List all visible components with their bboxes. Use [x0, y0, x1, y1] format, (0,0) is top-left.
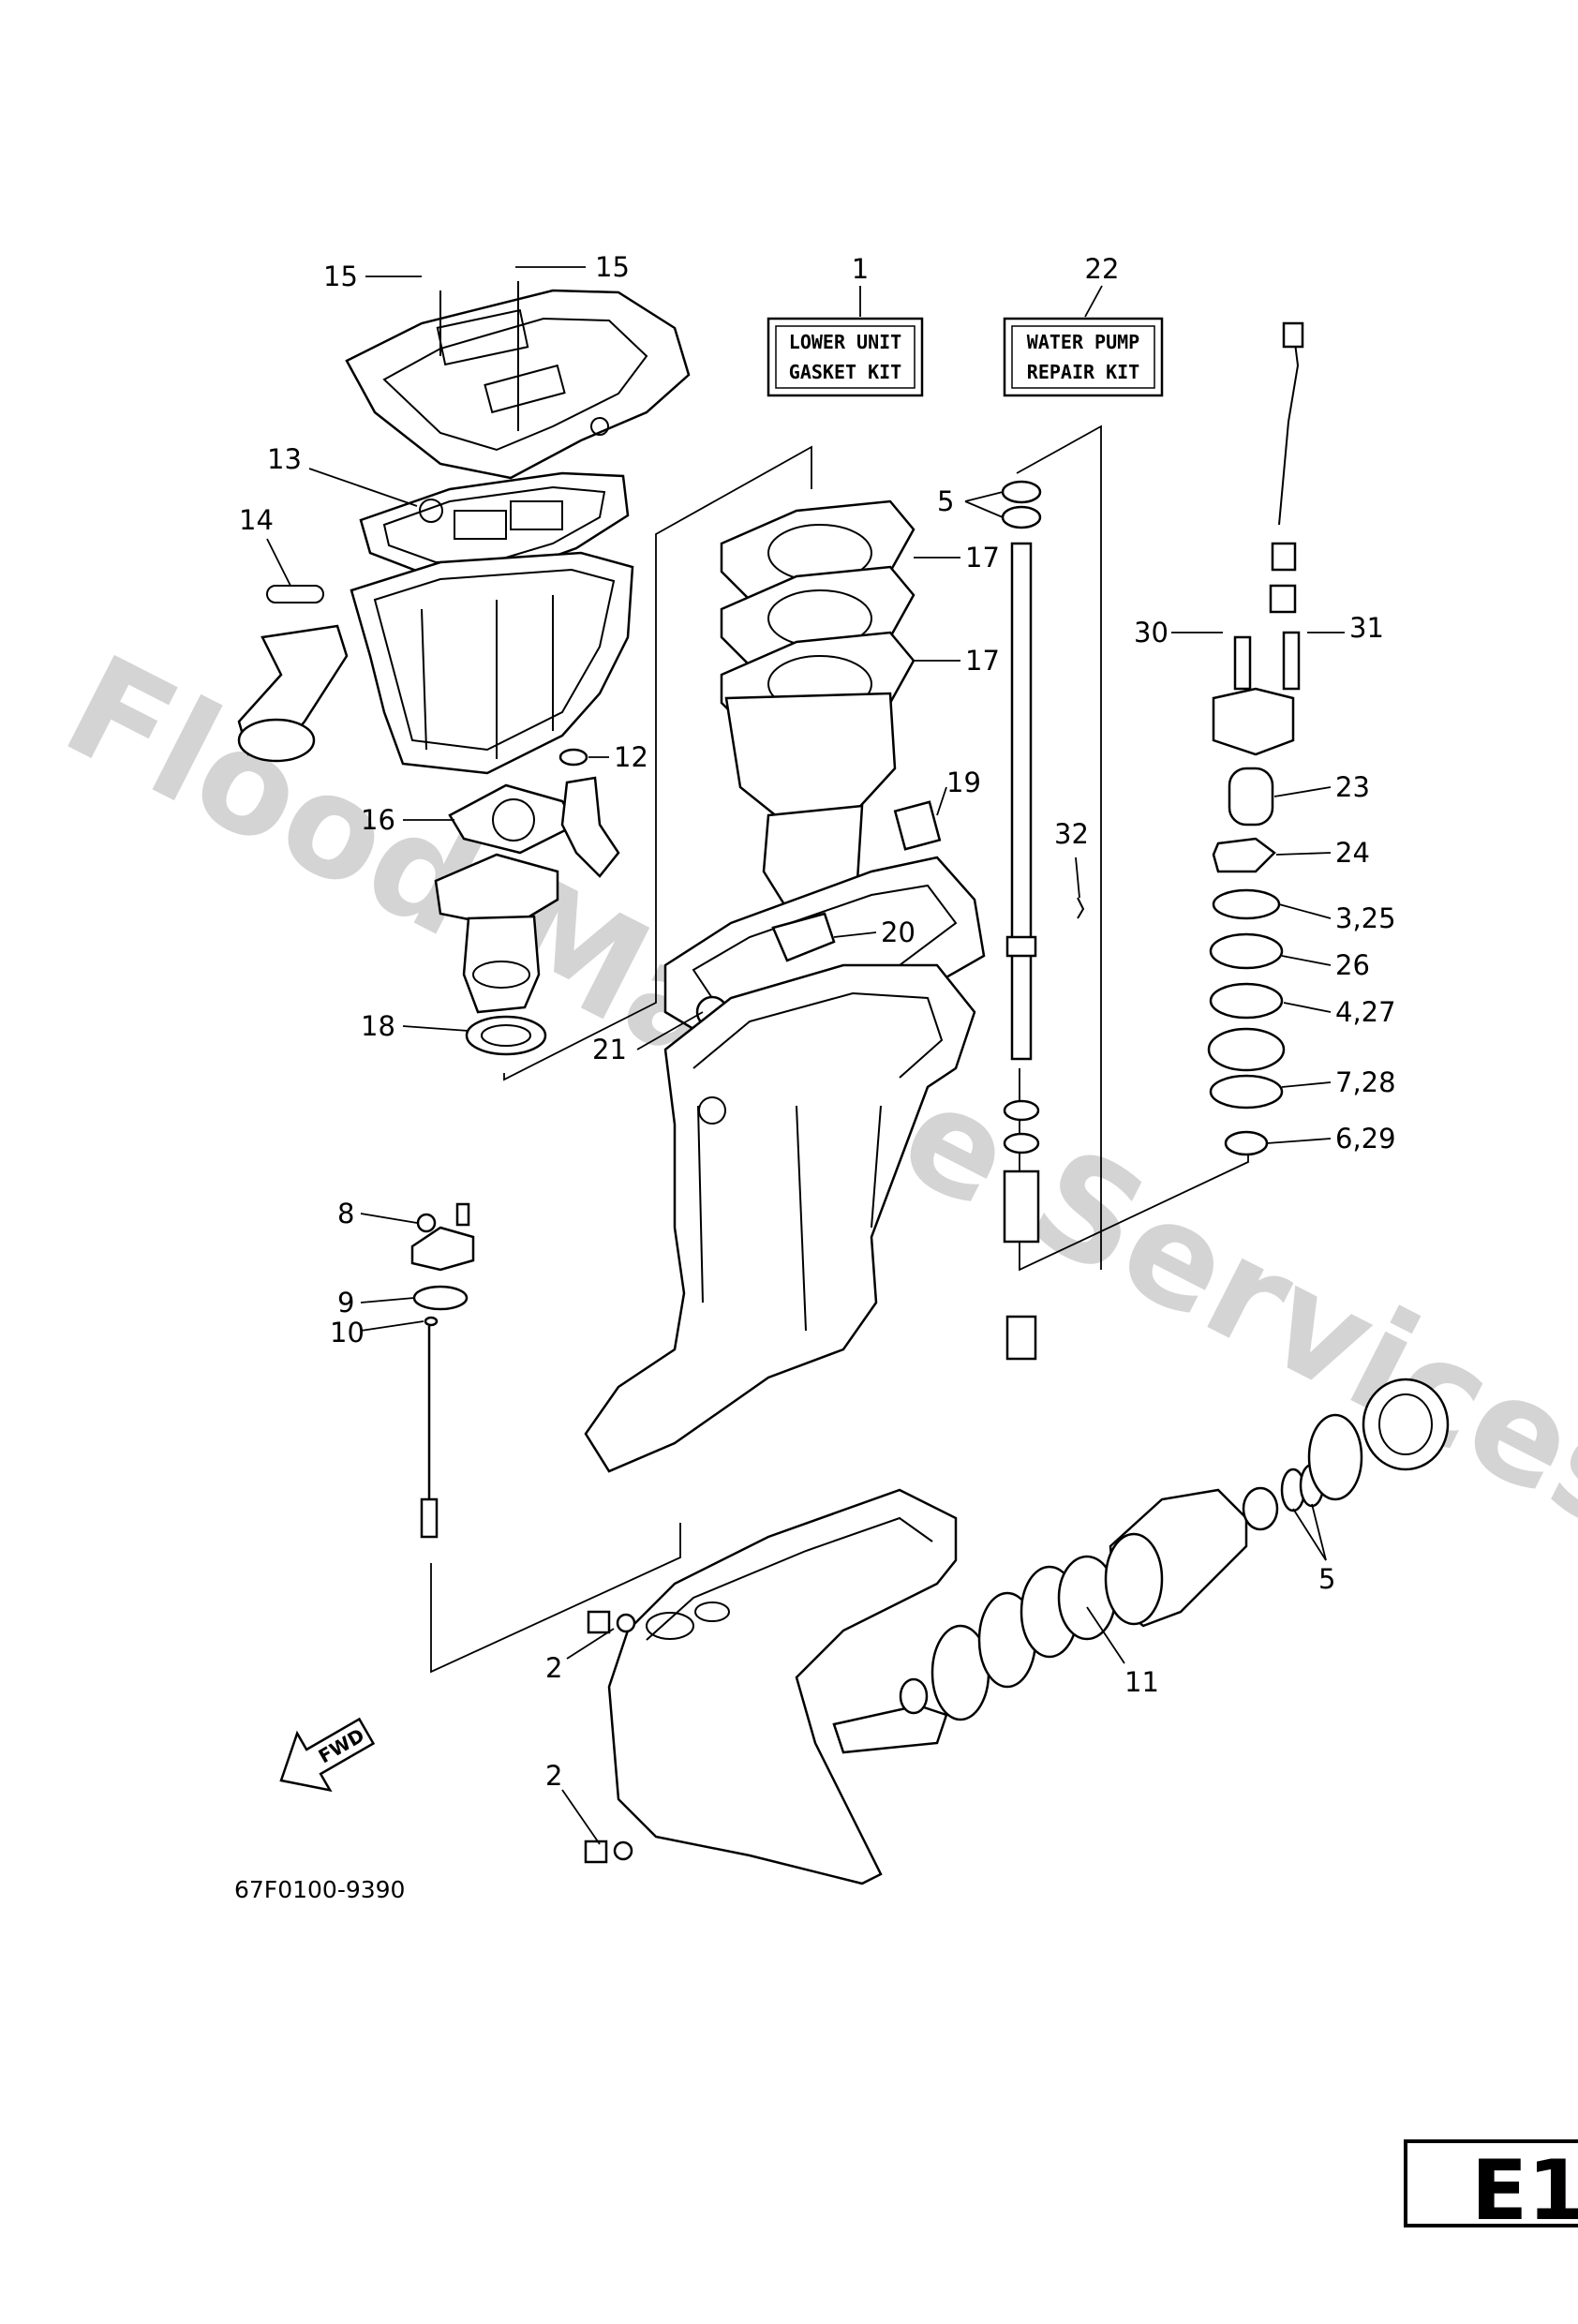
callout-8: 8 — [337, 1198, 354, 1229]
diagram-part-number: 67F0100-9390 — [234, 1876, 405, 1903]
callout-2-lower: 2 — [545, 1760, 562, 1792]
callout-leaders — [266, 266, 1345, 1845]
callout-16: 16 — [361, 804, 395, 836]
callout-32: 32 — [1054, 818, 1089, 850]
shift-rod-assembly — [410, 1202, 475, 1539]
prop-shaft-housing — [1104, 1378, 1450, 1628]
callout-10: 10 — [330, 1317, 365, 1348]
grommet-19 — [893, 800, 942, 851]
callout-13: 13 — [267, 443, 302, 475]
o-ring-12 — [558, 748, 588, 767]
callout-2-upper: 2 — [545, 1652, 562, 1684]
upper-cover-plate — [345, 281, 691, 480]
callout-6-29: 6,29 — [1335, 1123, 1396, 1155]
callout-14: 14 — [239, 504, 274, 536]
water-pump-assembly — [1207, 321, 1304, 1156]
assembly-bracket-lines — [430, 425, 1249, 1674]
drive-shaft — [1001, 480, 1042, 1361]
page-code-box: E1 — [1404, 2139, 1578, 2239]
callout-22: 22 — [1085, 253, 1120, 285]
callout-1: 1 — [852, 253, 869, 285]
callout-3-25: 3,25 — [1335, 902, 1396, 934]
callout-numbers: 15 15 13 14 12 16 18 17 17 19 20 21 5 32… — [239, 251, 1396, 1792]
callout-5-lower: 5 — [1318, 1563, 1335, 1595]
callout-11: 11 — [1124, 1666, 1159, 1698]
upper-casing — [584, 963, 976, 1473]
water-pump-kit-line2: REPAIR KIT — [1027, 361, 1139, 383]
key-32 — [1077, 897, 1085, 919]
lower-unit-kit-line1: LOWER UNIT — [789, 331, 901, 353]
drain-screws-2 — [584, 1610, 636, 1864]
water-pump-kit-line1: WATER PUMP — [1027, 331, 1139, 353]
exhaust-guide-housing — [350, 551, 634, 775]
callout-12: 12 — [614, 741, 648, 773]
callout-21: 21 — [592, 1034, 627, 1065]
callout-5-upper: 5 — [937, 485, 954, 517]
seal-20 — [771, 912, 836, 962]
lower-unit-kit-line2: GASKET KIT — [789, 361, 901, 383]
callout-15-left: 15 — [323, 261, 358, 292]
callout-20: 20 — [881, 916, 916, 948]
callout-23: 23 — [1335, 771, 1370, 803]
callout-4-27: 4,27 — [1335, 996, 1396, 1028]
callout-19: 19 — [946, 767, 981, 798]
water-pump-repair-kit: 22 WATER PUMP REPAIR KIT — [1003, 253, 1164, 397]
fwd-arrow-icon: FWD — [279, 1717, 376, 1793]
lower-unit-casing — [607, 1488, 958, 1885]
callout-17-lower: 17 — [965, 645, 1000, 677]
water-tube-elbow — [560, 776, 620, 878]
lower-unit-gasket-kit: 1 LOWER UNIT GASKET KIT — [767, 253, 924, 397]
callout-30: 30 — [1134, 617, 1169, 648]
oil-pump-adapter — [434, 853, 559, 1014]
callout-31: 31 — [1349, 612, 1384, 644]
gear-bearing-set — [899, 1555, 1117, 1721]
exhaust-manifold — [724, 692, 897, 916]
callout-7-28: 7,28 — [1335, 1066, 1396, 1098]
callout-18: 18 — [361, 1010, 395, 1042]
seal-18 — [465, 1015, 547, 1056]
callout-24: 24 — [1335, 837, 1370, 869]
callout-15-right: 15 — [595, 251, 630, 283]
gasket-13 — [359, 471, 630, 578]
callout-9: 9 — [337, 1287, 354, 1318]
oil-strainer-14 — [237, 585, 349, 763]
callout-26: 26 — [1335, 949, 1370, 981]
callout-17-upper: 17 — [965, 542, 1000, 574]
page-code: E1 — [1471, 2142, 1578, 2239]
